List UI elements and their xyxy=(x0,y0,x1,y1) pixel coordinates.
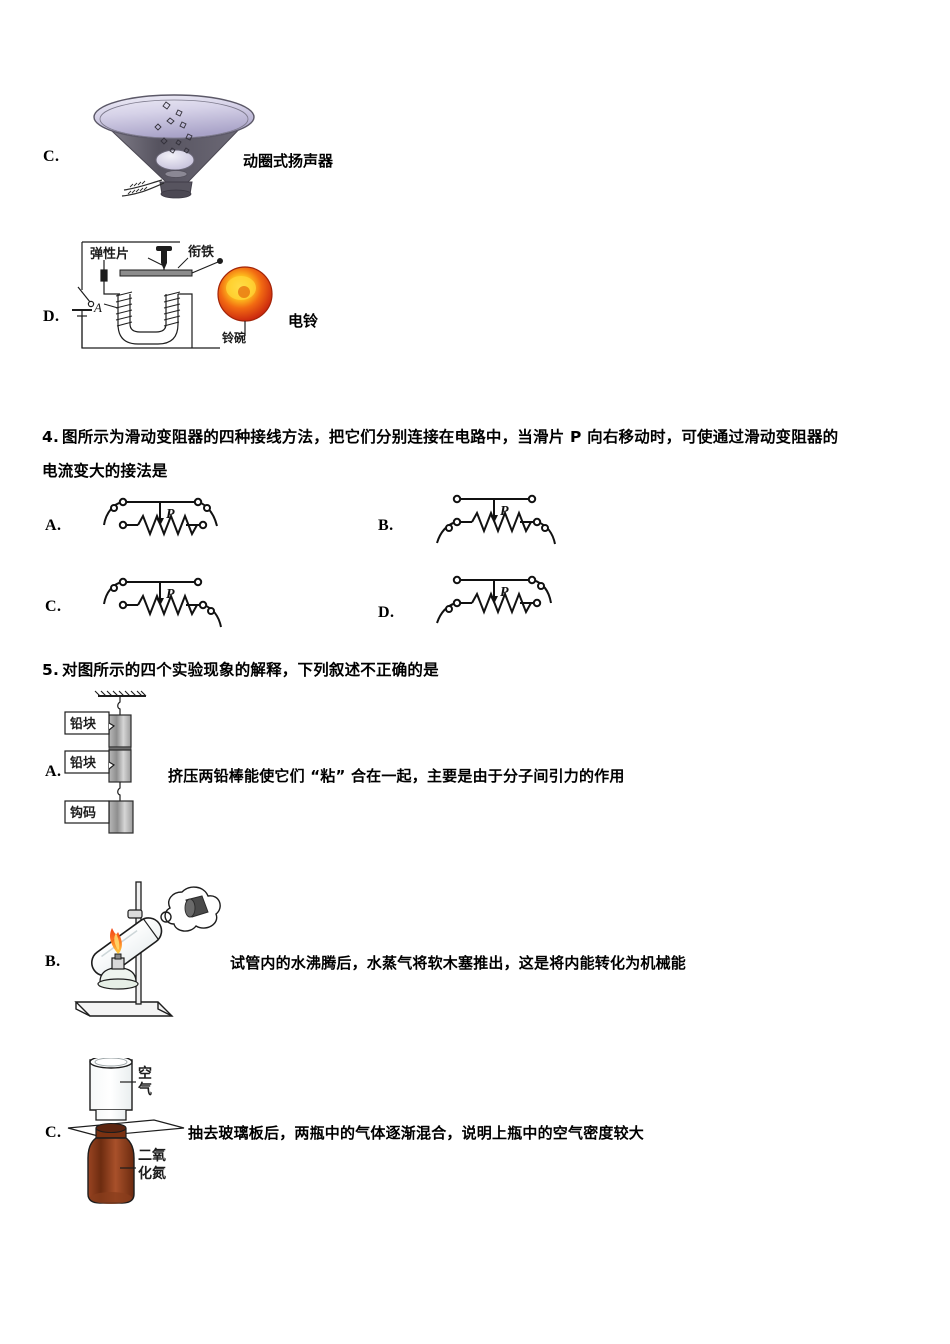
boiling-test-tube-cork-experiment xyxy=(74,881,221,1017)
lead-label-lower: 铅块 xyxy=(70,755,97,771)
option-letter-3c: C. xyxy=(43,148,60,165)
rheostat-b-slider-label: P xyxy=(500,504,509,519)
rheostat-option-c: P xyxy=(103,577,222,628)
gas-diffusion-bottles-experiment: 空 气 二氧 化氮 xyxy=(67,1058,185,1204)
option-letter-5b: B. xyxy=(45,953,61,970)
bottle-label-no2-line1: 二氧 xyxy=(138,1147,166,1164)
question5-option-c-text: 抽去玻璃板后，两瓶中的气体逐渐混合，说明上瓶中的空气密度较大 xyxy=(188,1124,645,1142)
electric-bell-caption: 电铃 xyxy=(288,312,319,330)
question4-line2: 电流变大的接法是 xyxy=(42,462,168,480)
lead-label-upper: 铅块 xyxy=(70,716,97,732)
option-letter-3d: D. xyxy=(43,308,60,325)
question4-line1: 图所示为滑动变阻器的四种接线方法，把它们分别连接在电路中，当滑片 P 向右移动时… xyxy=(62,428,839,446)
rheostat-option-b: P xyxy=(436,494,556,545)
question5-option-a-text: 挤压两铅棒能使它们 “粘” 合在一起，主要是由于分子间引力的作用 xyxy=(168,767,625,785)
question5-number: 5. xyxy=(42,661,60,679)
rheostat-option-d: P xyxy=(436,575,552,624)
bell-label-bell-bowl: 铃碗 xyxy=(222,330,246,345)
option-letter-5c: C. xyxy=(45,1124,62,1141)
lead-label-hook-weight: 钩码 xyxy=(70,805,96,821)
option-letter-4d: D. xyxy=(378,604,395,621)
bell-label-spring-plate: 弹性片 xyxy=(90,246,129,262)
rheostat-c-slider-label: P xyxy=(166,587,175,602)
option-letter-4b: B. xyxy=(378,517,394,534)
bell-label-coil-marker: A xyxy=(93,300,102,315)
moving-coil-loudspeaker-illustration xyxy=(93,94,255,199)
rheostat-a-slider-label: P xyxy=(166,507,175,522)
bottle-label-air-char1: 空 xyxy=(138,1065,152,1082)
option-letter-4a: A. xyxy=(45,517,62,534)
electric-bell-circuit-diagram: 弹性片 衔铁 A 铃碗 xyxy=(72,241,273,349)
bell-label-armature: 衔铁 xyxy=(188,244,214,260)
lead-blocks-adhesion-experiment: 铅块 铅块 钩码 xyxy=(64,690,147,834)
question5-stem: 对图所示的四个实验现象的解释，下列叙述不正确的是 xyxy=(62,661,439,679)
bottle-label-no2-line2: 化氮 xyxy=(138,1165,166,1182)
option-letter-4c: C. xyxy=(45,598,62,615)
rheostat-option-a: P xyxy=(103,497,218,537)
rheostat-d-slider-label: P xyxy=(500,585,509,600)
option-letter-5a: A. xyxy=(45,763,62,780)
loudspeaker-caption: 动圈式扬声器 xyxy=(243,152,334,170)
bottle-label-air-char2: 气 xyxy=(137,1081,152,1098)
question5-option-b-text: 试管内的水沸腾后，水蒸气将软木塞推出，这是将内能转化为机械能 xyxy=(230,954,687,972)
question4-number: 4. xyxy=(42,428,60,446)
